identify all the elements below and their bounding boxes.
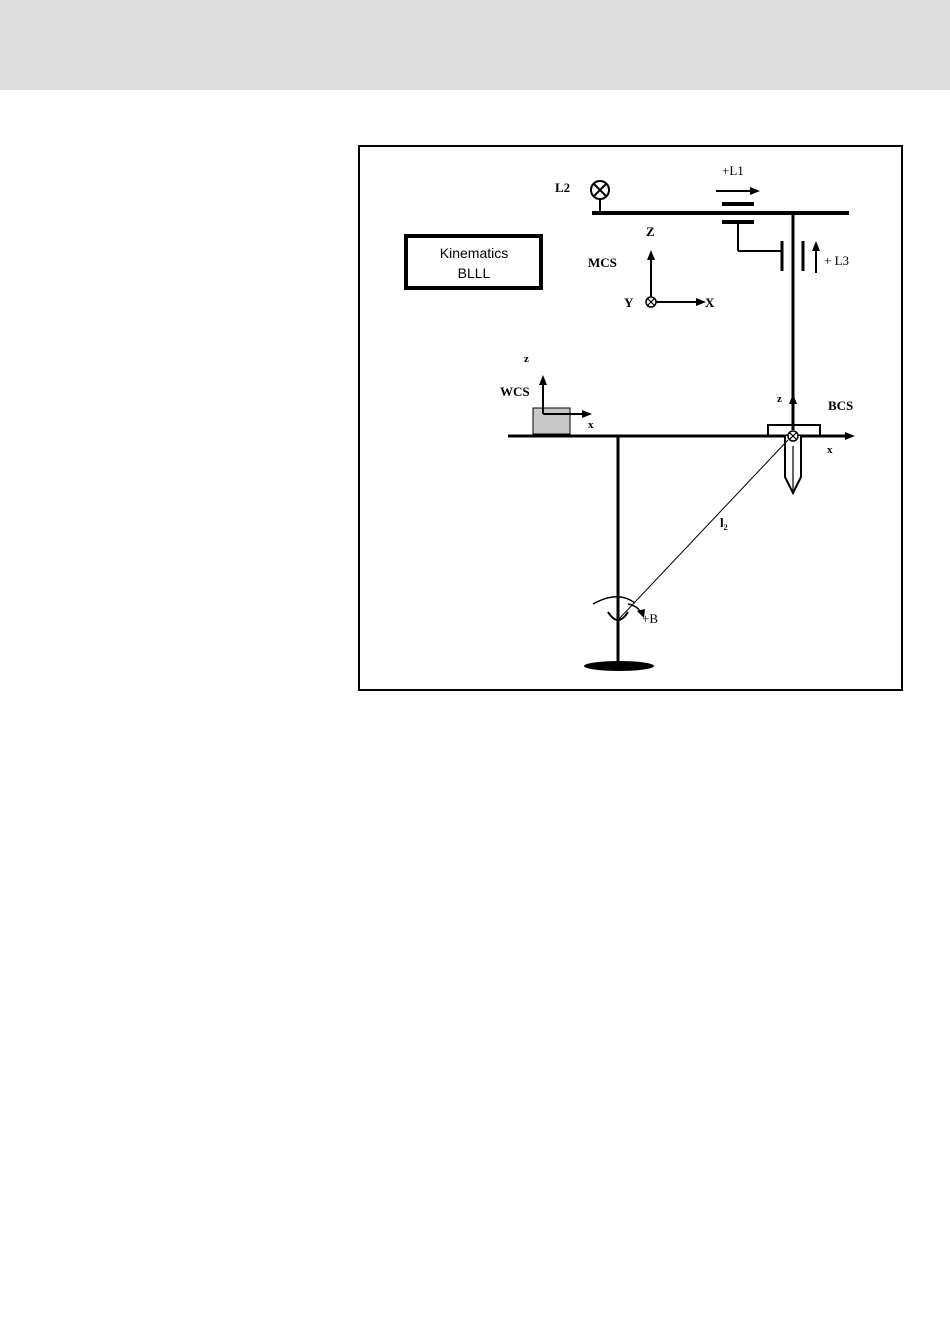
wcs-z-label: z	[524, 353, 529, 365]
l2-axis-icon	[591, 181, 609, 212]
base-plate	[584, 661, 654, 671]
l2-label: L2	[555, 180, 570, 195]
plus-l3-arrow-icon	[812, 241, 820, 273]
bcs-x-arrow-icon	[845, 432, 855, 440]
mcs-z-label: Z	[646, 224, 655, 239]
kinematics-title: Kinematics	[440, 245, 508, 261]
plus-l3-label: + L3	[824, 253, 849, 268]
wcs-label: WCS	[500, 384, 530, 399]
bcs-x-label: x	[827, 444, 833, 456]
bcs-label: BCS	[828, 398, 853, 413]
plus-b-label: +B	[642, 611, 658, 626]
mcs-axes	[646, 250, 706, 307]
wcs-x-label: x	[588, 419, 594, 431]
workpiece	[533, 408, 570, 434]
kinematics-type: BLLL	[458, 265, 491, 281]
mcs-x-label: X	[705, 295, 715, 310]
arm-length-line	[618, 440, 788, 620]
bcs-z-label: z	[777, 393, 782, 405]
bcs-origin-icon	[788, 431, 798, 441]
arm-length-label: l2	[720, 515, 728, 532]
plus-l1-arrow-icon	[716, 187, 760, 195]
mcs-label: MCS	[588, 255, 617, 270]
plus-l1-label: +L1	[722, 163, 744, 178]
mcs-y-label: Y	[624, 295, 634, 310]
bcs-z-arrow-icon	[789, 394, 797, 404]
